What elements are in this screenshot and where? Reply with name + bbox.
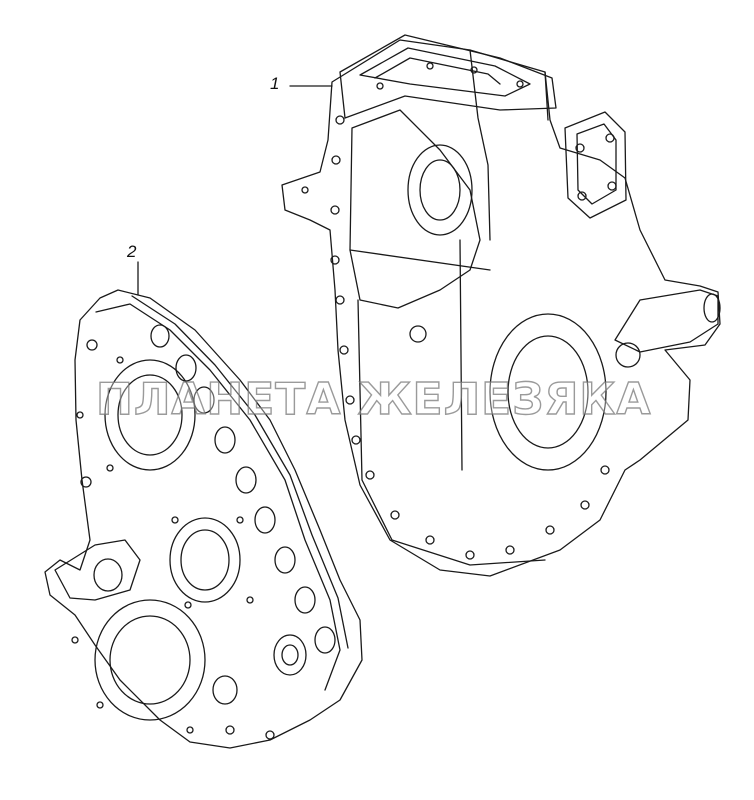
callout-label-1: 1: [270, 74, 280, 93]
part-1-housing: [281, 34, 721, 577]
callout-label-2: 2: [127, 242, 137, 261]
part-2-gear-cover: [44, 289, 363, 749]
